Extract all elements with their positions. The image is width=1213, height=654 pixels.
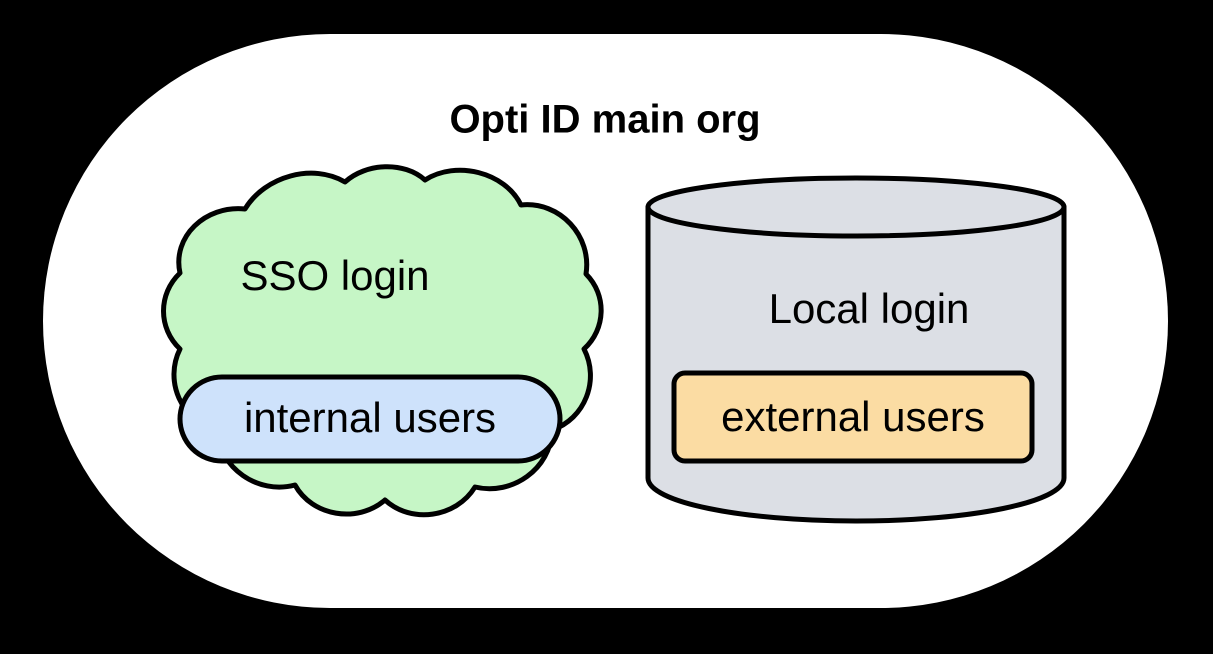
external-users-shape [671,370,1035,464]
cylinder-body [645,204,1067,524]
cylinder-top-ellipse [645,175,1067,239]
container-title: Opti ID main org [449,98,760,142]
node-local-login-label: Local login [769,285,970,332]
node-local-login[interactable]: Local login [645,175,1067,524]
node-internal-users[interactable]: internal users [177,374,563,464]
node-internal-users-label: internal users [244,394,496,441]
internal-users-shape [177,374,563,464]
node-sso-login-label: SSO login [240,252,429,299]
node-external-users[interactable]: external users [671,370,1035,464]
node-external-users-label: external users [721,393,985,440]
